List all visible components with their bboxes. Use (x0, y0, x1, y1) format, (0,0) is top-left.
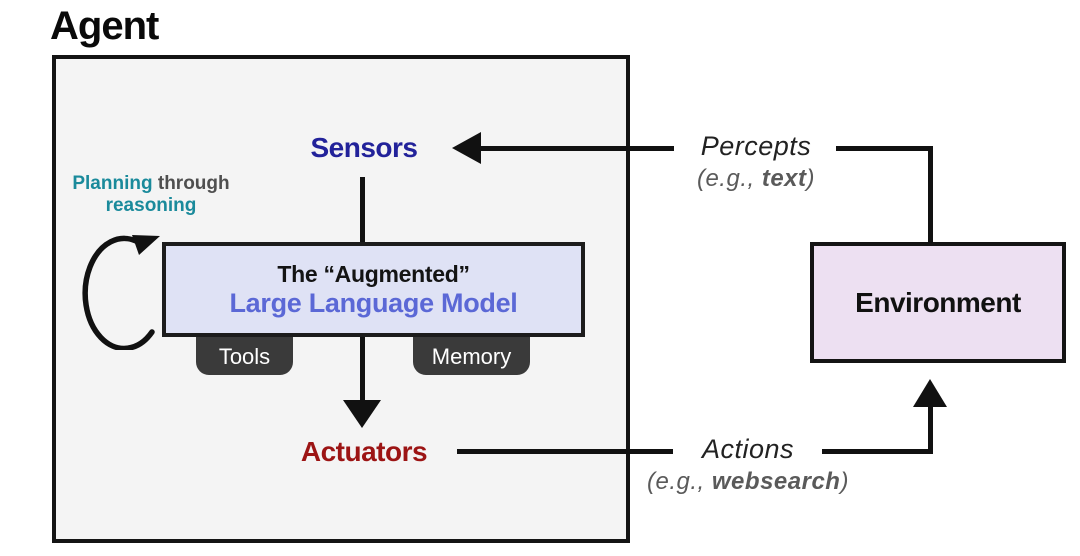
through-word: through (152, 173, 230, 194)
percepts-example: (e.g., text) (606, 165, 906, 193)
reasoning-loop-arrow-icon (82, 235, 160, 350)
planning-reasoning-label: Planning through reasoning (56, 173, 246, 217)
actions-label-group: Actions (e.g., websearch) (598, 434, 898, 496)
llm-box-title: The “Augmented” (277, 260, 470, 287)
memory-tab-label: Memory (431, 344, 512, 369)
tools-tab: Tools (196, 337, 293, 375)
llm-to-actuators-line (360, 335, 365, 401)
up-arrowhead-icon (913, 379, 947, 407)
environment-label: Environment (855, 286, 1021, 318)
percepts-vertical-line (928, 146, 933, 243)
actions-example-open: (e.g., (647, 468, 712, 495)
sensors-label: Sensors (310, 132, 419, 163)
planning-line1: Planning through (56, 173, 246, 195)
memory-tab: Memory (413, 337, 530, 375)
actuators-label: Actuators (300, 436, 428, 467)
percepts-label-group: Percepts (e.g., text) (606, 131, 906, 193)
actions-line-right-segment (822, 449, 933, 454)
down-arrowhead-icon (343, 400, 381, 428)
reasoning-word: reasoning (105, 195, 197, 216)
planning-word: Planning (72, 173, 153, 194)
percepts-label: Percepts (700, 131, 812, 161)
percepts-example-bold: text (761, 165, 807, 192)
percepts-line-right-segment (836, 146, 933, 151)
actions-label: Actions (701, 434, 795, 464)
left-arrowhead-icon (452, 132, 481, 164)
percepts-example-close: ) (806, 165, 816, 192)
actions-example-bold: websearch (711, 468, 841, 495)
llm-box-subtitle: Large Language Model (229, 287, 518, 318)
tools-tab-label: Tools (218, 344, 271, 369)
augmented-llm-box: The “Augmented” Large Language Model (162, 242, 585, 337)
percepts-line-left-segment (481, 146, 674, 151)
environment-box: Environment (810, 242, 1066, 363)
actions-line-left-segment (457, 449, 673, 454)
percepts-example-open: (e.g., (696, 165, 762, 192)
agent-title: Agent (50, 4, 159, 48)
actions-vertical-line (928, 406, 933, 454)
actions-example-close: ) (840, 468, 849, 495)
sensors-to-llm-line (360, 177, 365, 243)
actions-example: (e.g., websearch) (598, 468, 898, 496)
